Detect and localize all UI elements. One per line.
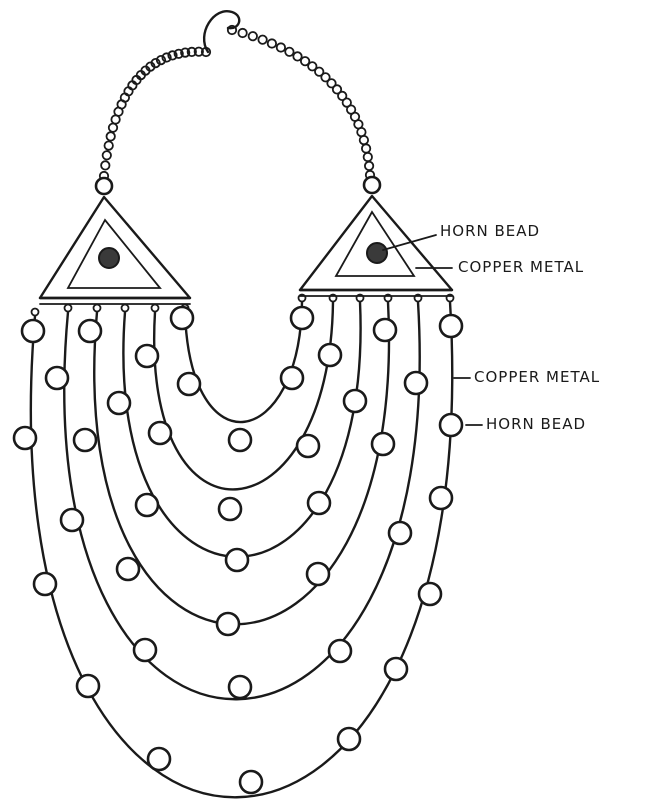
clasp-hook <box>204 11 239 52</box>
chain-link <box>105 141 113 149</box>
strand-bead <box>344 390 366 412</box>
strand-bead <box>385 658 407 680</box>
chain-link <box>238 29 246 37</box>
strand-bead <box>77 675 99 697</box>
strand-bead <box>22 320 44 342</box>
left-chain <box>100 48 210 181</box>
strand-bead <box>405 372 427 394</box>
left-horn-bead <box>99 248 119 268</box>
strand-bead <box>46 367 68 389</box>
chain-link <box>268 39 276 47</box>
strand-bead <box>79 320 101 342</box>
strand-bead <box>291 307 313 329</box>
strand-bead <box>372 433 394 455</box>
label-horn-bead-top: HORN BEAD <box>440 222 540 240</box>
strand-bead <box>219 498 241 520</box>
chain-link <box>365 162 373 170</box>
strand-bead <box>108 392 130 414</box>
strand-1 <box>185 302 302 422</box>
strand-bead <box>148 748 170 770</box>
chain-link <box>277 43 285 51</box>
chain-link <box>107 132 115 140</box>
strand-bead <box>117 558 139 580</box>
chain-link <box>258 36 266 44</box>
strand-bead <box>240 771 262 793</box>
label-horn-bead-side: HORN BEAD <box>486 415 586 433</box>
strand-bead <box>419 583 441 605</box>
strand-bead <box>338 728 360 750</box>
strand-bead <box>136 345 158 367</box>
strand-bead <box>374 319 396 341</box>
label-copper-metal-top: COPPER METAL <box>458 258 584 276</box>
chain-link <box>364 153 372 161</box>
strand-loop <box>152 305 159 312</box>
strand-bead <box>61 509 83 531</box>
strand-bead <box>229 676 251 698</box>
strand-bead <box>14 427 36 449</box>
strand-loop <box>65 305 72 312</box>
strand-bead <box>74 429 96 451</box>
chain-link <box>285 48 293 56</box>
strand-bead <box>134 639 156 661</box>
left-triangle-pendant <box>40 197 190 304</box>
strand-bead <box>171 307 193 329</box>
strand-bead <box>329 640 351 662</box>
strand-bead <box>217 613 239 635</box>
chain-link <box>103 151 111 159</box>
strand-bead <box>308 492 330 514</box>
bead-strands <box>14 295 462 798</box>
strand-bead <box>149 422 171 444</box>
strand-bead <box>440 315 462 337</box>
chain-link <box>249 32 257 40</box>
strand-loop <box>32 309 39 316</box>
strand-bead <box>178 373 200 395</box>
chain-link <box>362 144 370 152</box>
strand-bead <box>226 549 248 571</box>
strand-bead <box>34 573 56 595</box>
right-connector-bead <box>364 177 380 193</box>
strand-bead <box>430 487 452 509</box>
right-horn-bead <box>367 243 387 263</box>
strand-bead <box>440 414 462 436</box>
strand-bead <box>307 563 329 585</box>
chain-link <box>101 161 109 169</box>
strand-loop <box>94 305 101 312</box>
strand-bead <box>297 435 319 457</box>
strand-bead <box>136 494 158 516</box>
right-triangle-pendant <box>300 196 452 296</box>
left-connector-bead <box>96 178 112 194</box>
chain-link <box>360 136 368 144</box>
right-chain <box>228 26 374 179</box>
strand-bead <box>319 344 341 366</box>
label-copper-metal-side: COPPER METAL <box>474 368 600 386</box>
strand-bead <box>229 429 251 451</box>
strand-loop <box>122 305 129 312</box>
chain-link <box>109 124 117 132</box>
strand-bead <box>389 522 411 544</box>
strand-bead <box>281 367 303 389</box>
